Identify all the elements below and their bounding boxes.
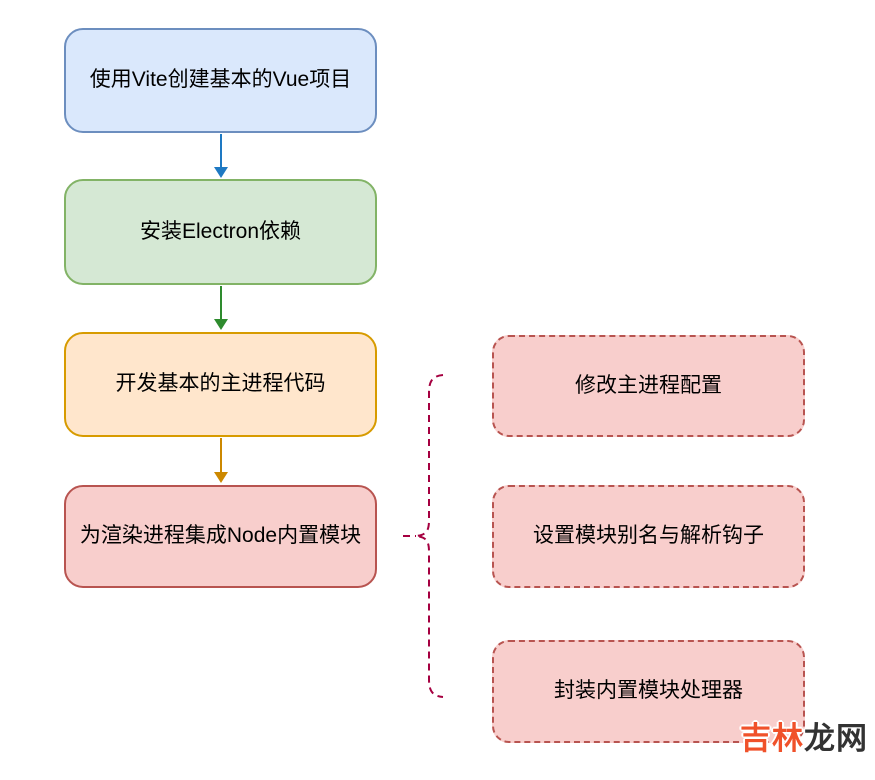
- flow-subnode-label: 修改主进程配置: [575, 373, 722, 397]
- arrow-step1-step2: [214, 134, 228, 178]
- flow-node-integrate-node-modules: 为渲染进程集成Node内置模块: [64, 485, 377, 588]
- watermark-part2: 龙网: [804, 721, 868, 756]
- flow-subnode-module-alias-hooks: 设置模块别名与解析钩子: [492, 485, 805, 588]
- flow-subnode-wrap-module-handler: 封装内置模块处理器: [492, 640, 805, 743]
- flow-subnode-modify-main-config: 修改主进程配置: [492, 335, 805, 437]
- flow-node-label: 安装Electron依赖: [139, 219, 302, 243]
- flow-node-label: 开发基本的主进程代码: [115, 372, 326, 396]
- flow-subnode-label: 设置模块别名与解析钩子: [533, 524, 764, 548]
- arrow-step2-step3: [214, 286, 228, 330]
- flow-node-main-process-code: 开发基本的主进程代码: [64, 332, 377, 437]
- watermark: 吉林龙网: [740, 713, 868, 758]
- flow-node-label: 为渲染进程集成Node内置模块: [79, 524, 362, 548]
- brace-connector: [403, 374, 444, 698]
- flow-node-create-vue-project: 使用Vite创建基本的Vue项目: [64, 28, 377, 133]
- arrow-step3-step4: [214, 438, 228, 483]
- flow-node-install-electron: 安装Electron依赖: [64, 179, 377, 285]
- flow-node-label: 使用Vite创建基本的Vue项目: [89, 68, 352, 92]
- flow-subnode-label: 封装内置模块处理器: [554, 679, 743, 703]
- watermark-part1: 吉林: [740, 721, 804, 756]
